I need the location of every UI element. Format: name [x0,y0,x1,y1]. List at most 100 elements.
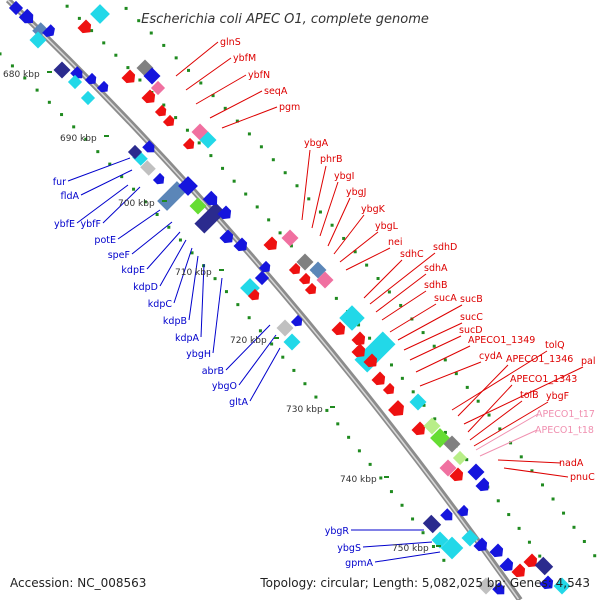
kbp-tick [330,406,335,408]
summary-text: Topology: circular; Length: 5,082,025 bp… [259,576,590,590]
forward-gene-label-ybgs: ybgS [337,543,361,554]
kbp-tick [384,476,389,478]
reverse-gene-line-ybfm [185,57,232,91]
tick-dot [357,449,361,453]
reverse-gene-line-nada [497,459,562,464]
tick-dot [538,554,542,558]
tick-dot [235,119,239,123]
forward-gene-line-kdpc [173,247,193,304]
reverse-gene-line-tolq [451,350,548,411]
kbp-label-720-kbp: 720 kbp [230,336,267,346]
forward-gene-line-kdpe [146,231,181,270]
tick-dot [527,540,531,544]
tick-dot [255,205,259,209]
feature-block [298,272,311,285]
forward-gene-label-pote: potE [94,235,116,246]
feature-blocks [8,0,571,595]
reverse-gene-label-sdhb: sdhB [424,280,448,291]
tick-dot [47,100,51,104]
feature-block [534,556,554,576]
reverse-gene-line-apeco1-1346 [457,364,509,417]
forward-gene-line-ybgo [238,334,277,386]
feature-block [84,72,97,85]
feature-block [539,575,554,590]
forward-gene-line-pote [117,209,161,240]
tick-dot [155,213,159,217]
tick-dot [137,19,141,23]
tick-dot [190,251,194,255]
reverse-gene-label-cyda: cydA [479,351,503,362]
tick-dot [178,238,182,242]
feature-block [77,19,92,34]
tick-dot [224,290,228,294]
reverse-gene-label-seqa: seqA [264,86,288,97]
tick-dot [411,390,415,394]
tick-dot [421,331,425,335]
tick-dot [336,422,340,426]
tick-dot [443,358,447,362]
feature-block [199,131,217,149]
feature-block [127,144,143,160]
tick-dot [213,277,217,281]
kbp-label-730-kbp: 730 kbp [286,405,323,415]
reverse-gene-line-ybgj [327,197,351,247]
label-lines [67,41,584,563]
feature-block [511,563,526,578]
forward-gene-label-ybgr: ybgR [325,526,350,537]
tick-dot [368,462,372,466]
tick-dot [582,539,586,543]
reverse-gene-line-ybga [301,149,311,221]
reverse-gene-line-ybgl [339,231,379,263]
reverse-gene-label-ybgk: ybgK [361,204,386,215]
tick-dot [289,244,293,248]
feature-block [351,343,366,358]
tick-dot [389,363,393,367]
trna-gene-line-apeco1-t17 [475,413,539,451]
feature-block [288,262,301,275]
feature-block [316,271,334,289]
reverse-gene-line-ybfn [195,74,247,105]
tick-dot [247,316,251,320]
tick-dot [325,408,329,412]
feature-block [422,514,442,534]
feature-block [456,504,469,517]
tick-dot [353,250,357,254]
tick-dot [60,113,64,117]
feature-block [143,67,161,85]
tick-dot [126,66,130,70]
tick-dot [258,329,262,333]
tick-dot [368,336,372,340]
reverse-gene-line-apeco1-1349 [415,345,471,373]
tick-dot [236,303,240,307]
backbone [5,0,523,600]
kbp-label-750-kbp: 750 kbp [392,544,429,554]
feature-block [233,237,248,252]
reverse-gene-line-glns [175,41,219,77]
forward-gene-label-kdpa: kdpA [175,333,200,344]
kbp-label-740-kbp: 740 kbp [340,475,377,485]
reverse-gene-label-apeco1-1346: APECO1_1346 [506,354,573,365]
tick-dot [283,171,287,175]
forward-gene-label-fur: fur [53,177,66,188]
feature-block [219,229,234,244]
feature-block [70,66,83,79]
tick-dot [247,132,251,136]
feature-block [254,270,270,286]
forward-gene-label-ybgh: ybgH [186,349,211,360]
tick-dot [84,137,88,141]
feature-block [281,229,299,247]
reverse-gene-label-ybfm: ybfM [233,53,256,64]
accession-text: Accession: NC_008563 [10,576,146,590]
kbp-label-700-kbp: 700 kbp [118,199,155,209]
reverse-gene-label-sdhd: sdhD [433,242,457,253]
feature-block [431,531,449,549]
feature-block [473,537,488,552]
tick-dot [23,76,27,80]
reverse-gene-label-ybfn: ybfN [248,70,270,81]
feature-block [409,393,427,411]
tick-dot [433,417,437,421]
tick-dot [399,303,403,307]
